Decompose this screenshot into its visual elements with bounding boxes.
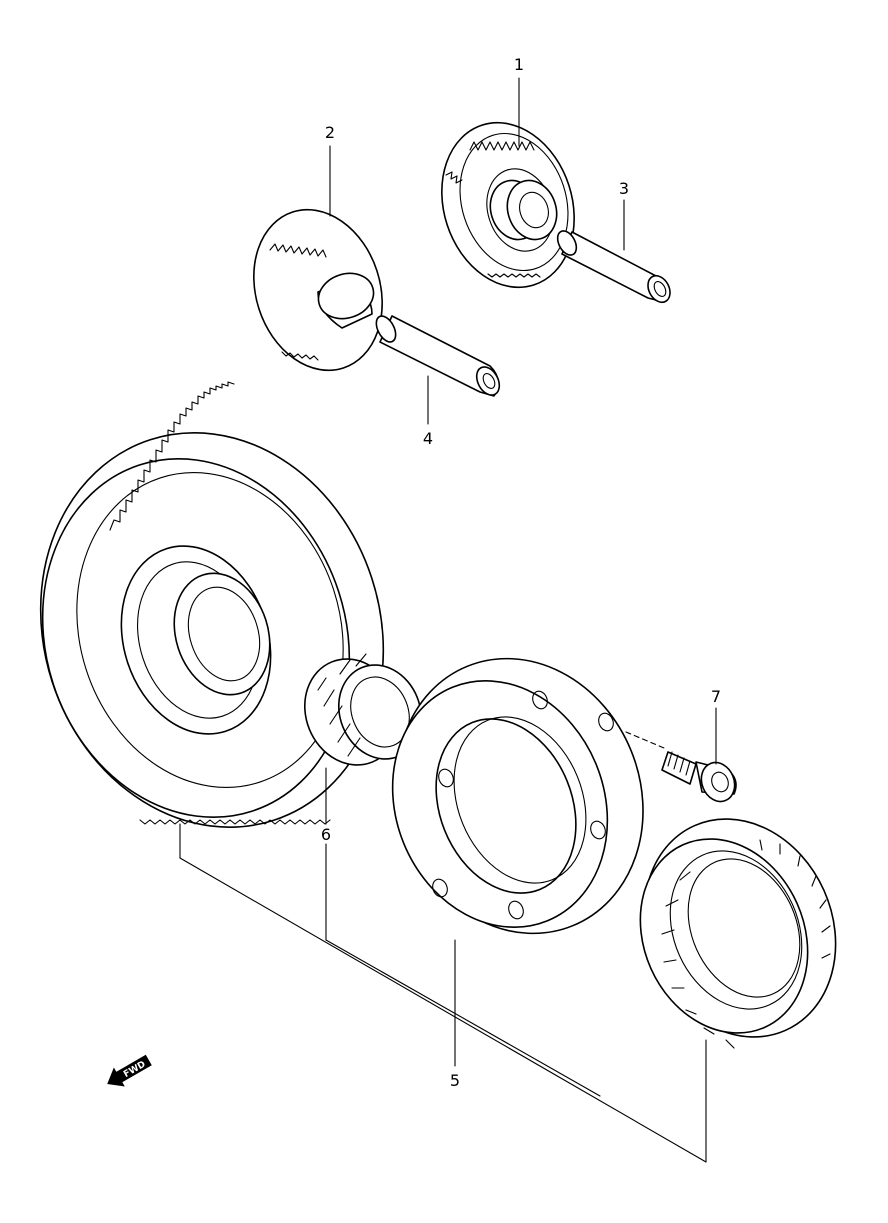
callout-7: 7 <box>711 687 721 706</box>
idle-gear-1 <box>441 121 575 289</box>
fwd-arrow-icon: FWD <box>107 1054 152 1087</box>
callout-3: 3 <box>619 179 629 198</box>
callout-6: 6 <box>321 825 331 844</box>
leader-lines <box>179 77 717 1163</box>
starter-clutch-housing-5 <box>391 657 644 935</box>
shaft-4 <box>375 315 501 397</box>
callout-2: 2 <box>325 123 335 142</box>
driven-gear <box>39 381 385 828</box>
callout-1: 1 <box>514 55 524 74</box>
shaft-3 <box>556 230 671 304</box>
callout-4: 4 <box>423 429 433 448</box>
callout-labels: 1 2 3 4 5 6 7 <box>321 55 721 1090</box>
callout-5: 5 <box>450 1071 460 1090</box>
bolt-7 <box>625 731 737 803</box>
needle-bearing-6 <box>303 653 423 766</box>
idle-gear-2 <box>253 208 383 372</box>
one-way-clutch <box>639 818 837 1049</box>
